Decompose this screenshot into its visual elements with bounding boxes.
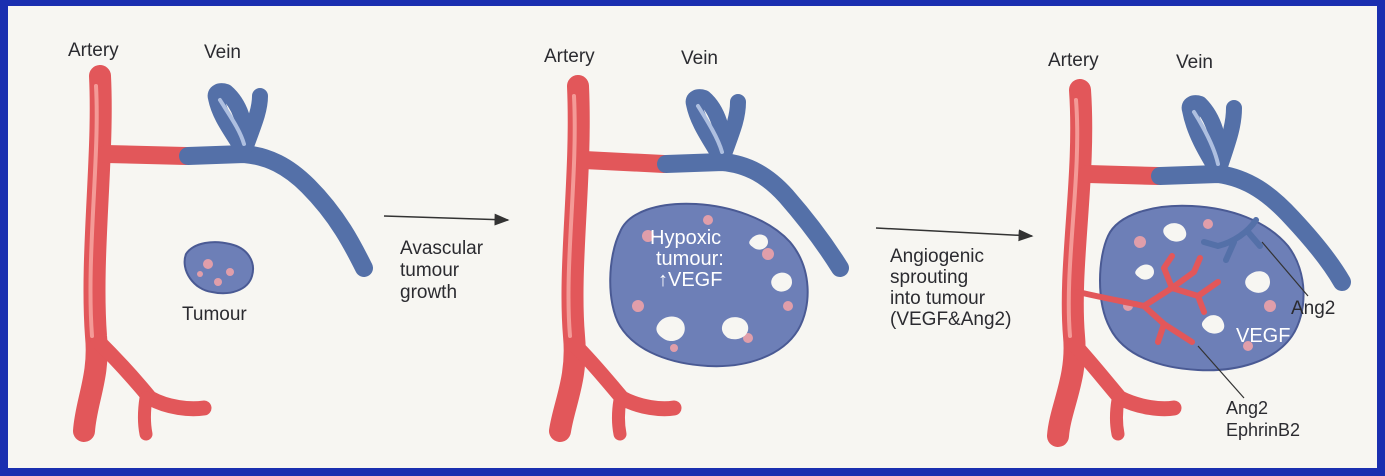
vegf-label: VEGF xyxy=(1236,325,1290,347)
step-2: Angiogenic sprouting into tumour (VEGF&A… xyxy=(876,228,1032,330)
step-arrow xyxy=(876,228,1032,236)
step-text-line3: into tumour xyxy=(890,288,986,309)
tumour-label-line2: tumour: xyxy=(656,248,724,270)
ephrinb2-label: EphrinB2 xyxy=(1226,420,1300,440)
diagram-frame: Artery Vein Tumour Avascular tumour grow… xyxy=(8,6,1377,468)
step-arrow xyxy=(384,216,508,220)
step-1: Avascular tumour growth xyxy=(384,216,508,303)
tumour-label-line1: Hypoxic xyxy=(650,227,721,249)
vein-label: Vein xyxy=(204,42,241,63)
vein-label: Vein xyxy=(1176,52,1213,73)
artery-label: Artery xyxy=(68,40,119,61)
vein-label: Vein xyxy=(681,48,718,69)
step-text-line2: tumour xyxy=(400,260,460,281)
panel-1: Artery Vein Tumour xyxy=(68,40,364,434)
artery-label: Artery xyxy=(1048,50,1099,71)
step-text-line4: (VEGF&Ang2) xyxy=(890,309,1011,330)
artery-label: Artery xyxy=(544,46,595,67)
tumour-small xyxy=(185,242,253,293)
tumour-label-line3: ↑VEGF xyxy=(658,269,722,291)
step-text-line1: Angiogenic xyxy=(890,246,984,267)
tumour-label: Tumour xyxy=(182,304,247,325)
step-text-line1: Avascular xyxy=(400,238,484,259)
ang2-right-label: Ang2 xyxy=(1291,298,1335,319)
panel-2: Artery Vein Hypoxic tumour: ↑VEGF xyxy=(544,46,840,434)
step-text-line2: sprouting xyxy=(890,267,968,288)
ang2-bottom-label: Ang2 xyxy=(1226,398,1268,418)
step-text-line3: growth xyxy=(400,282,457,303)
angiogenesis-diagram: Artery Vein Tumour Avascular tumour grow… xyxy=(8,6,1377,468)
panel-3: Artery Vein VEGF Ang2 Ang2 EphrinB2 xyxy=(1048,50,1342,440)
